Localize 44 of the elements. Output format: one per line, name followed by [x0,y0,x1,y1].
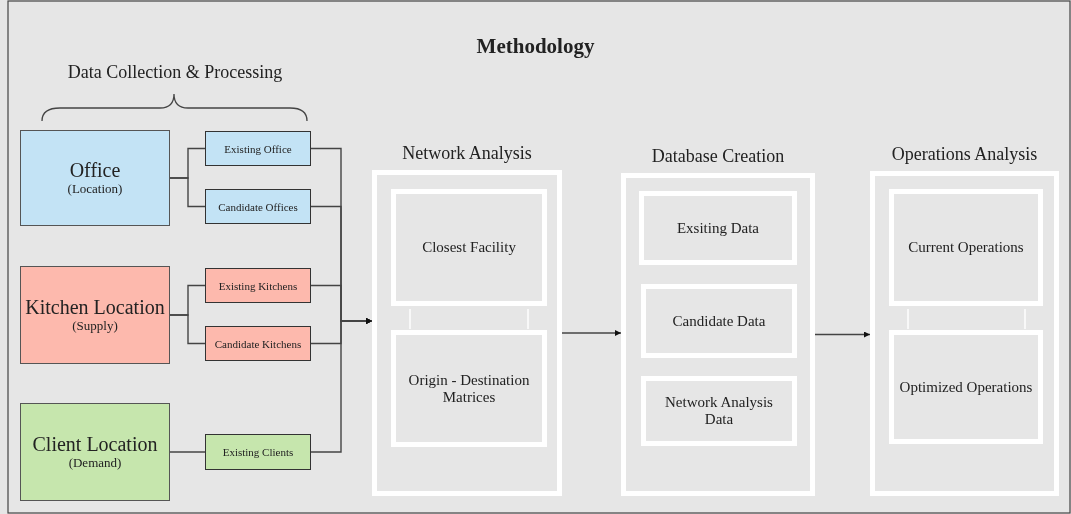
process-box [391,189,547,306]
process-box [205,131,311,166]
box-label: Optimized Operations [899,378,1033,396]
process-box [889,189,1043,306]
process-box [641,284,797,358]
box-label: Network Analysis Data [664,394,774,428]
box-label: Exsiting Data [676,219,760,237]
process-box [641,376,797,446]
box-label: Candidate Kitchens [214,337,302,350]
connector-line [169,177,206,208]
box-label: Current Operations [908,239,1024,256]
process-box [639,191,797,265]
box-label: Candidate Offices [218,200,298,213]
process-box [391,330,547,447]
process-box [205,434,311,470]
process-box [889,330,1043,444]
box-label: Closest Facility [422,239,516,256]
connector-line [169,451,206,453]
process-box [205,189,311,224]
box-label: Kitchen Location [25,296,165,318]
process-box [20,403,170,501]
process-box [205,326,311,361]
process-box [20,266,170,364]
box-label: Office [69,159,121,181]
process-box [20,130,170,226]
box-sublabel: (Demand) [68,455,122,471]
box-label: Existing Office [224,142,292,155]
group-label: Data Collection & Processing [66,62,284,83]
box-label: Existing Kitchens [218,279,298,292]
arrow [561,330,622,336]
panel-heading: Operations Analysis [890,144,1039,165]
panel-heading: Network Analysis [401,143,533,164]
arrow [814,331,871,338]
arrow [310,318,373,453]
box-label: Candidate Data [672,312,766,330]
box-label: Origin - Destination Matrices [407,371,531,406]
box-label: Existing Clients [222,446,294,458]
box-sublabel: (Supply) [72,318,118,334]
box-sublabel: (Location) [67,181,123,197]
box-label: Client Location [32,433,158,455]
panel-heading: Database Creation [650,146,786,167]
connector-line [169,314,206,345]
process-box [205,268,311,303]
title: Methodology [475,34,596,59]
